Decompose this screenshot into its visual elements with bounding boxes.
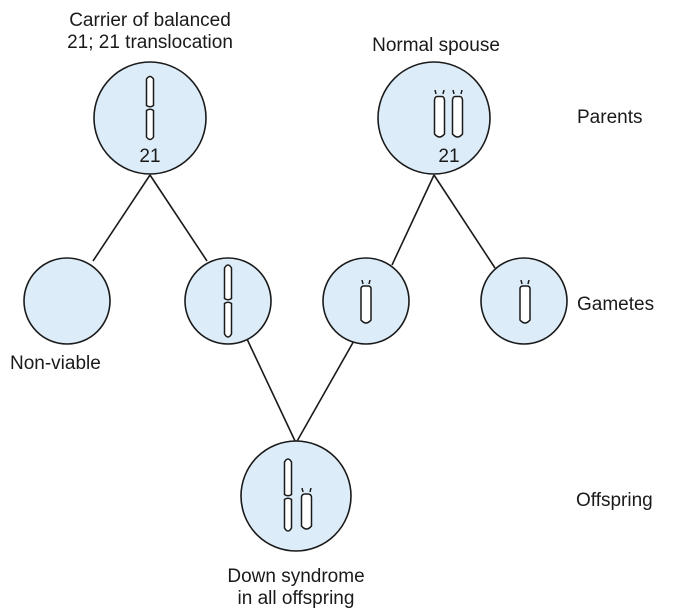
translocation-gamete-cell (184, 257, 272, 345)
offspring-cell (240, 440, 352, 552)
translocation-chromosome-gamete (223, 264, 233, 338)
normal-chromosome-spouse-2 (451, 89, 464, 138)
normal-chromosome-gamete-2 (519, 279, 531, 324)
spouse-chromosome-number: 21 (438, 146, 459, 167)
normal-chromosome-gamete-1 (360, 279, 372, 324)
normal-chromosome-spouse-1 (433, 89, 446, 138)
gametes-row-label: Gametes (577, 294, 655, 315)
line-carrier-to-translocation-gamete (149, 174, 208, 262)
carrier-label: Carrier of balanced 21; 21 translocation (67, 10, 233, 54)
nonviable-gamete-cell (23, 257, 111, 345)
line-normal-gamete-to-offspring (295, 338, 356, 444)
line-translocation-gamete-to-offspring (246, 338, 297, 444)
line-carrier-to-nonviable (92, 174, 151, 262)
carrier-label-line2: 21; 21 translocation (67, 32, 233, 53)
down-syndrome-label-line2: in all offspring (237, 588, 355, 609)
carrier-chromosome-number: 21 (139, 146, 160, 167)
parents-row-label: Parents (577, 107, 643, 128)
normal-chromosome-offspring (300, 487, 313, 530)
line-spouse-to-normal-gamete-1 (391, 174, 435, 266)
line-spouse-to-normal-gamete-2 (433, 174, 496, 269)
non-viable-label: Non-viable (10, 353, 101, 374)
connector-lines (92, 174, 496, 444)
translocation-chromosome-offspring (283, 458, 293, 532)
down-syndrome-label: Down syndrome in all offspring (227, 566, 364, 610)
offspring-row-label: Offspring (576, 490, 653, 511)
chromosomes (145, 75, 531, 532)
down-syndrome-label-line1: Down syndrome (227, 566, 365, 587)
carrier-label-line1: Carrier of balanced (69, 10, 231, 31)
translocation-chromosome-carrier (145, 75, 155, 141)
normal-spouse-label: Normal spouse (372, 35, 500, 56)
